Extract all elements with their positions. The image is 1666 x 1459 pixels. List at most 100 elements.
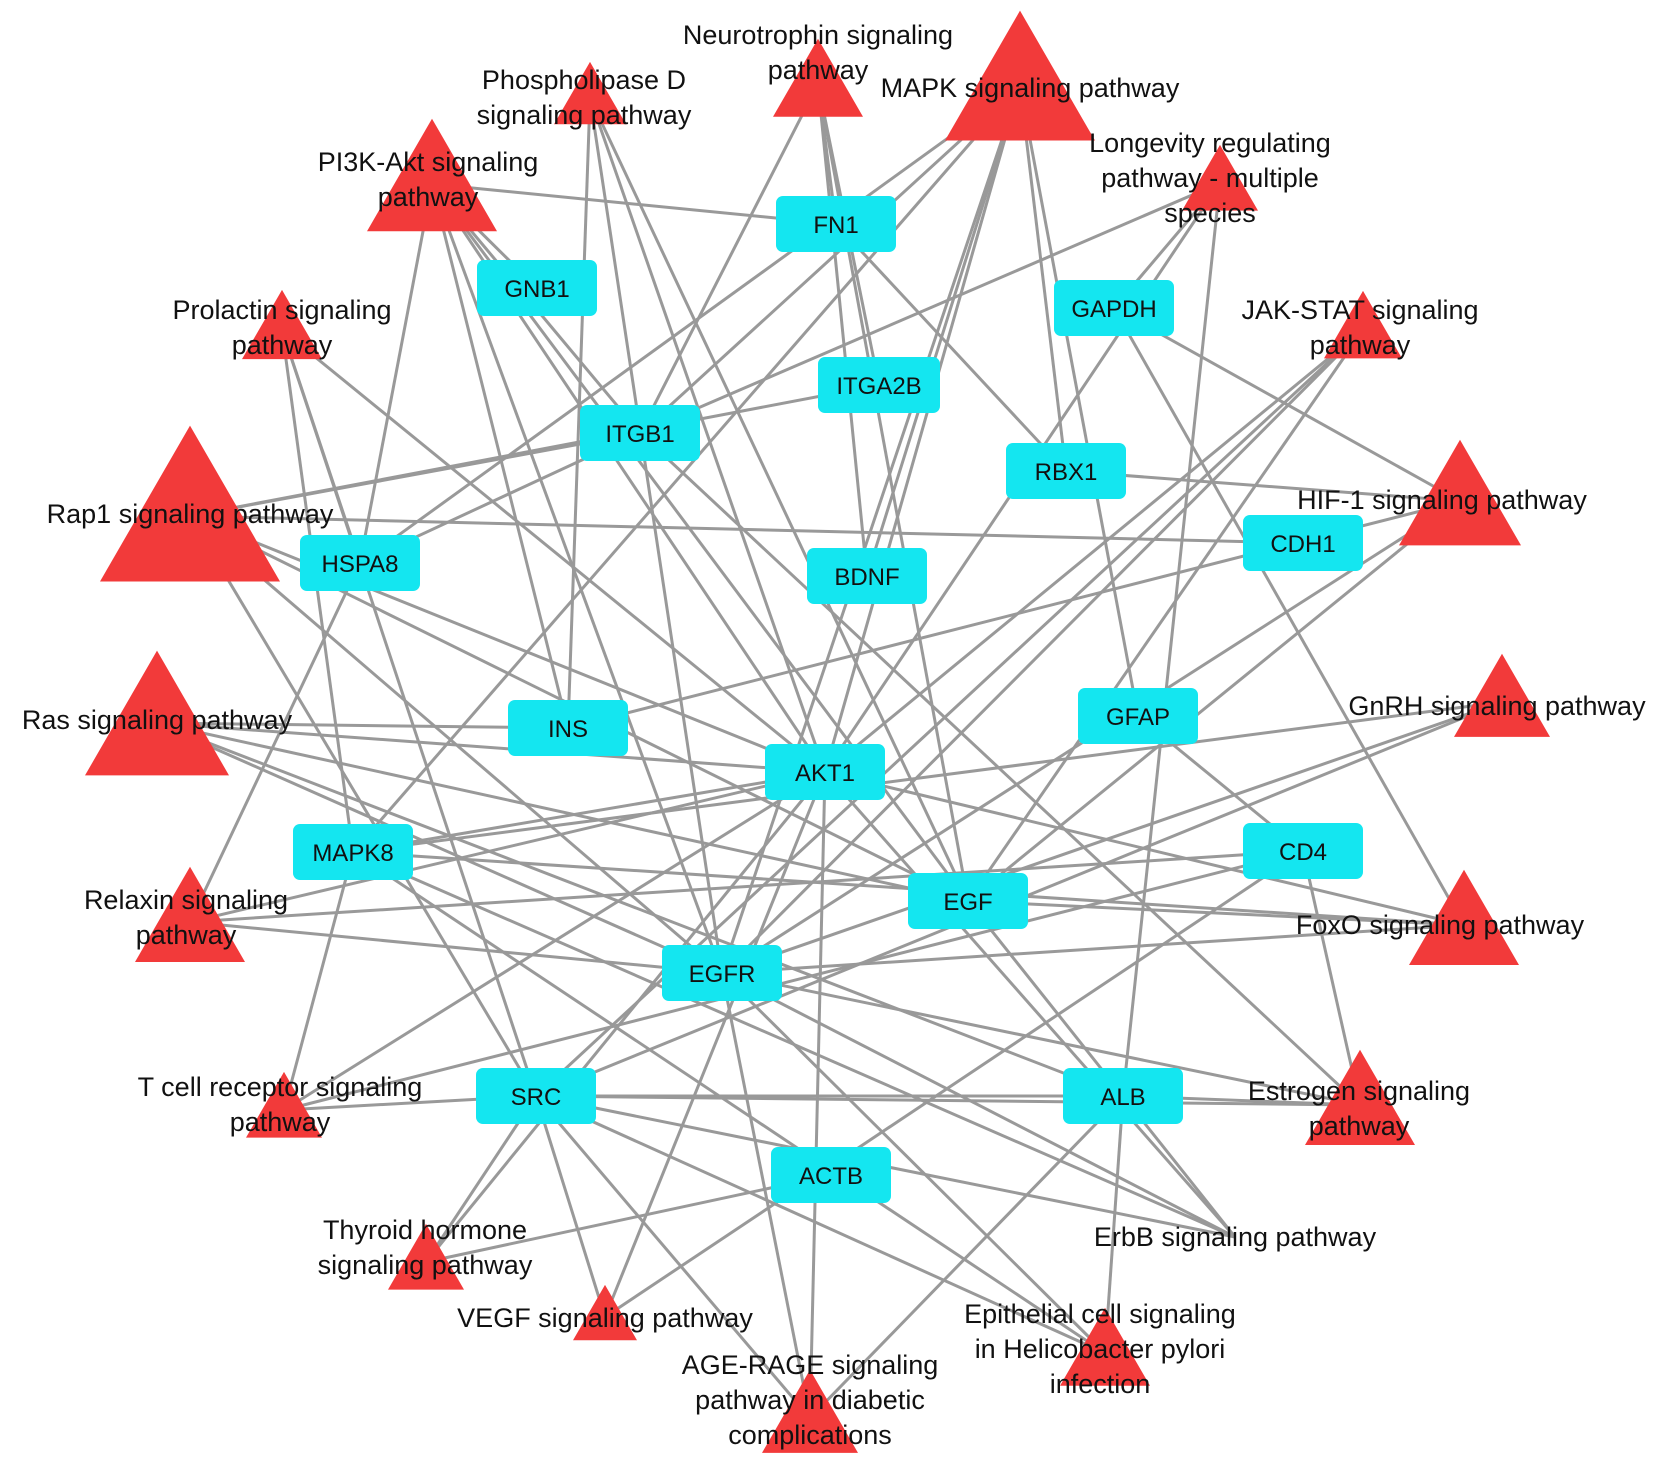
pathway-label-line: pathway xyxy=(1309,1111,1410,1141)
pathway-triangle xyxy=(135,866,245,963)
pathway-label-line: Phospholipase D xyxy=(482,65,686,95)
edge-mapk-GFAP xyxy=(1018,85,1140,717)
gene-label: INS xyxy=(548,716,588,743)
gene-label: GFAP xyxy=(1106,704,1170,731)
edge-vegf-CD4 xyxy=(604,849,1304,1319)
gene-box xyxy=(1243,515,1363,571)
edge-epithelial-ALB xyxy=(1103,1095,1125,1354)
pathway-node-mapk: MAPK signaling pathway xyxy=(881,10,1180,141)
gene-box xyxy=(818,357,940,413)
gene-node-actb: ACTB xyxy=(771,1147,891,1203)
pathway-triangle xyxy=(100,425,280,582)
edge-epithelial-MAPK8 xyxy=(352,850,1106,1355)
edge-foxo-EGFR xyxy=(721,923,1465,975)
edge-hif1-GAPDH xyxy=(1113,306,1461,503)
edge-erbb-AKT1 xyxy=(823,771,1237,1238)
gene-label: RBX1 xyxy=(1035,459,1098,486)
gene-node-src: SRC xyxy=(476,1068,596,1124)
gene-label: ITGA2B xyxy=(836,373,921,400)
gene-label: ACTB xyxy=(799,1163,863,1190)
pathway-triangle xyxy=(1399,439,1521,546)
pathway-label-line: in Helicobacter pylori xyxy=(975,1334,1226,1364)
edge-pi3k-FN1 xyxy=(431,182,837,226)
edge-relaxin-EGFR xyxy=(189,920,723,975)
gene-label: EGF xyxy=(943,889,992,916)
pathway-label-line: complications xyxy=(728,1420,892,1450)
pathway-label: MAPK signaling pathway xyxy=(881,73,1180,103)
pathway-node-gnrh: GnRH signaling pathway xyxy=(1348,653,1646,737)
gene-box xyxy=(477,260,597,316)
pathway-label-line: Relaxin signaling xyxy=(84,885,288,915)
pathway-triangle xyxy=(85,650,229,776)
edge-mapk-MAPK8 xyxy=(351,85,1022,853)
pathway-triangle xyxy=(388,1223,464,1290)
edge-estrogen-CD4 xyxy=(1301,850,1362,1106)
edge-mapk-RBX1 xyxy=(1018,85,1068,472)
pathway-label-line: pathway xyxy=(232,330,333,360)
pathway-label-line: MAPK signaling pathway xyxy=(881,73,1180,103)
edge-estrogen-ITGB1 xyxy=(638,431,1362,1107)
gene-node-gfap: GFAP xyxy=(1078,688,1198,744)
edge-pld-INS xyxy=(566,97,592,729)
edge-ras-AKT1 xyxy=(156,721,826,774)
gene-node-egf: EGF xyxy=(908,873,1028,929)
gene-node-alb: ALB xyxy=(1063,1068,1183,1124)
edge-erbb-EGFR xyxy=(721,971,1236,1239)
pathway-label-line: infection xyxy=(1050,1369,1151,1399)
gene-label: AKT1 xyxy=(795,760,855,787)
gene-label: ALB xyxy=(1100,1084,1145,1111)
edge-relaxin-HSPA8 xyxy=(188,562,362,923)
edge-hif1-EGF xyxy=(967,499,1461,903)
pathway-triangle xyxy=(1454,653,1550,737)
edge-jakstat-EGF xyxy=(966,329,1365,902)
edge-jakstat-EGFR xyxy=(720,328,1365,975)
edge-foxo-GAPDH xyxy=(1112,307,1466,926)
gene-box xyxy=(1243,823,1363,879)
edge-mapk-ITGB1 xyxy=(638,84,1022,435)
edge-agerage-ALB xyxy=(808,1094,1125,1420)
gene-node-gnb1: GNB1 xyxy=(477,260,597,316)
gene-node-mapk8: MAPK8 xyxy=(293,824,413,880)
edge-rap1-AKT1 xyxy=(189,514,826,774)
edge-rap1-CDH1 xyxy=(189,514,1304,545)
edge-FN1-RBX1 xyxy=(834,222,1068,473)
pathway-label: GnRH signaling pathway xyxy=(1348,691,1646,721)
gene-box xyxy=(1006,443,1126,499)
pathway-triangle xyxy=(1409,869,1519,966)
gene-label: GNB1 xyxy=(504,276,569,303)
gene-label: FN1 xyxy=(813,212,858,239)
pathway-label-line: Thyroid hormone xyxy=(323,1215,527,1245)
pathway-label-line: Neurotrophin signaling xyxy=(683,20,953,50)
gene-node-itga2b: ITGA2B xyxy=(818,357,940,413)
pathway-label: Rap1 signaling pathway xyxy=(47,499,334,529)
pathway-label-line: ErbB signaling pathway xyxy=(1094,1222,1377,1252)
pathway-label-line: PI3K-Akt signaling xyxy=(318,147,539,177)
pathway-triangle xyxy=(773,38,863,117)
edge-epithelial-EGFR xyxy=(720,971,1107,1355)
edge-agerage-EGFR xyxy=(720,972,812,1419)
pathway-triangle xyxy=(762,1369,858,1453)
pathway-label-line: Rap1 signaling pathway xyxy=(47,499,334,529)
pathway-label: FoxO signaling pathway xyxy=(1296,910,1585,940)
edge-AKT1-MAPK8 xyxy=(352,770,826,854)
edge-relaxin-AKT1 xyxy=(189,770,826,924)
pathway-label-line: T cell receptor signaling xyxy=(138,1072,423,1102)
gene-node-ins: INS xyxy=(508,700,628,756)
gene-label: CD4 xyxy=(1279,839,1327,866)
pathway-node-erbb: ErbB signaling pathway xyxy=(1094,1222,1377,1252)
pathway-triangle xyxy=(1324,290,1402,359)
pathway-triangle xyxy=(945,10,1095,141)
